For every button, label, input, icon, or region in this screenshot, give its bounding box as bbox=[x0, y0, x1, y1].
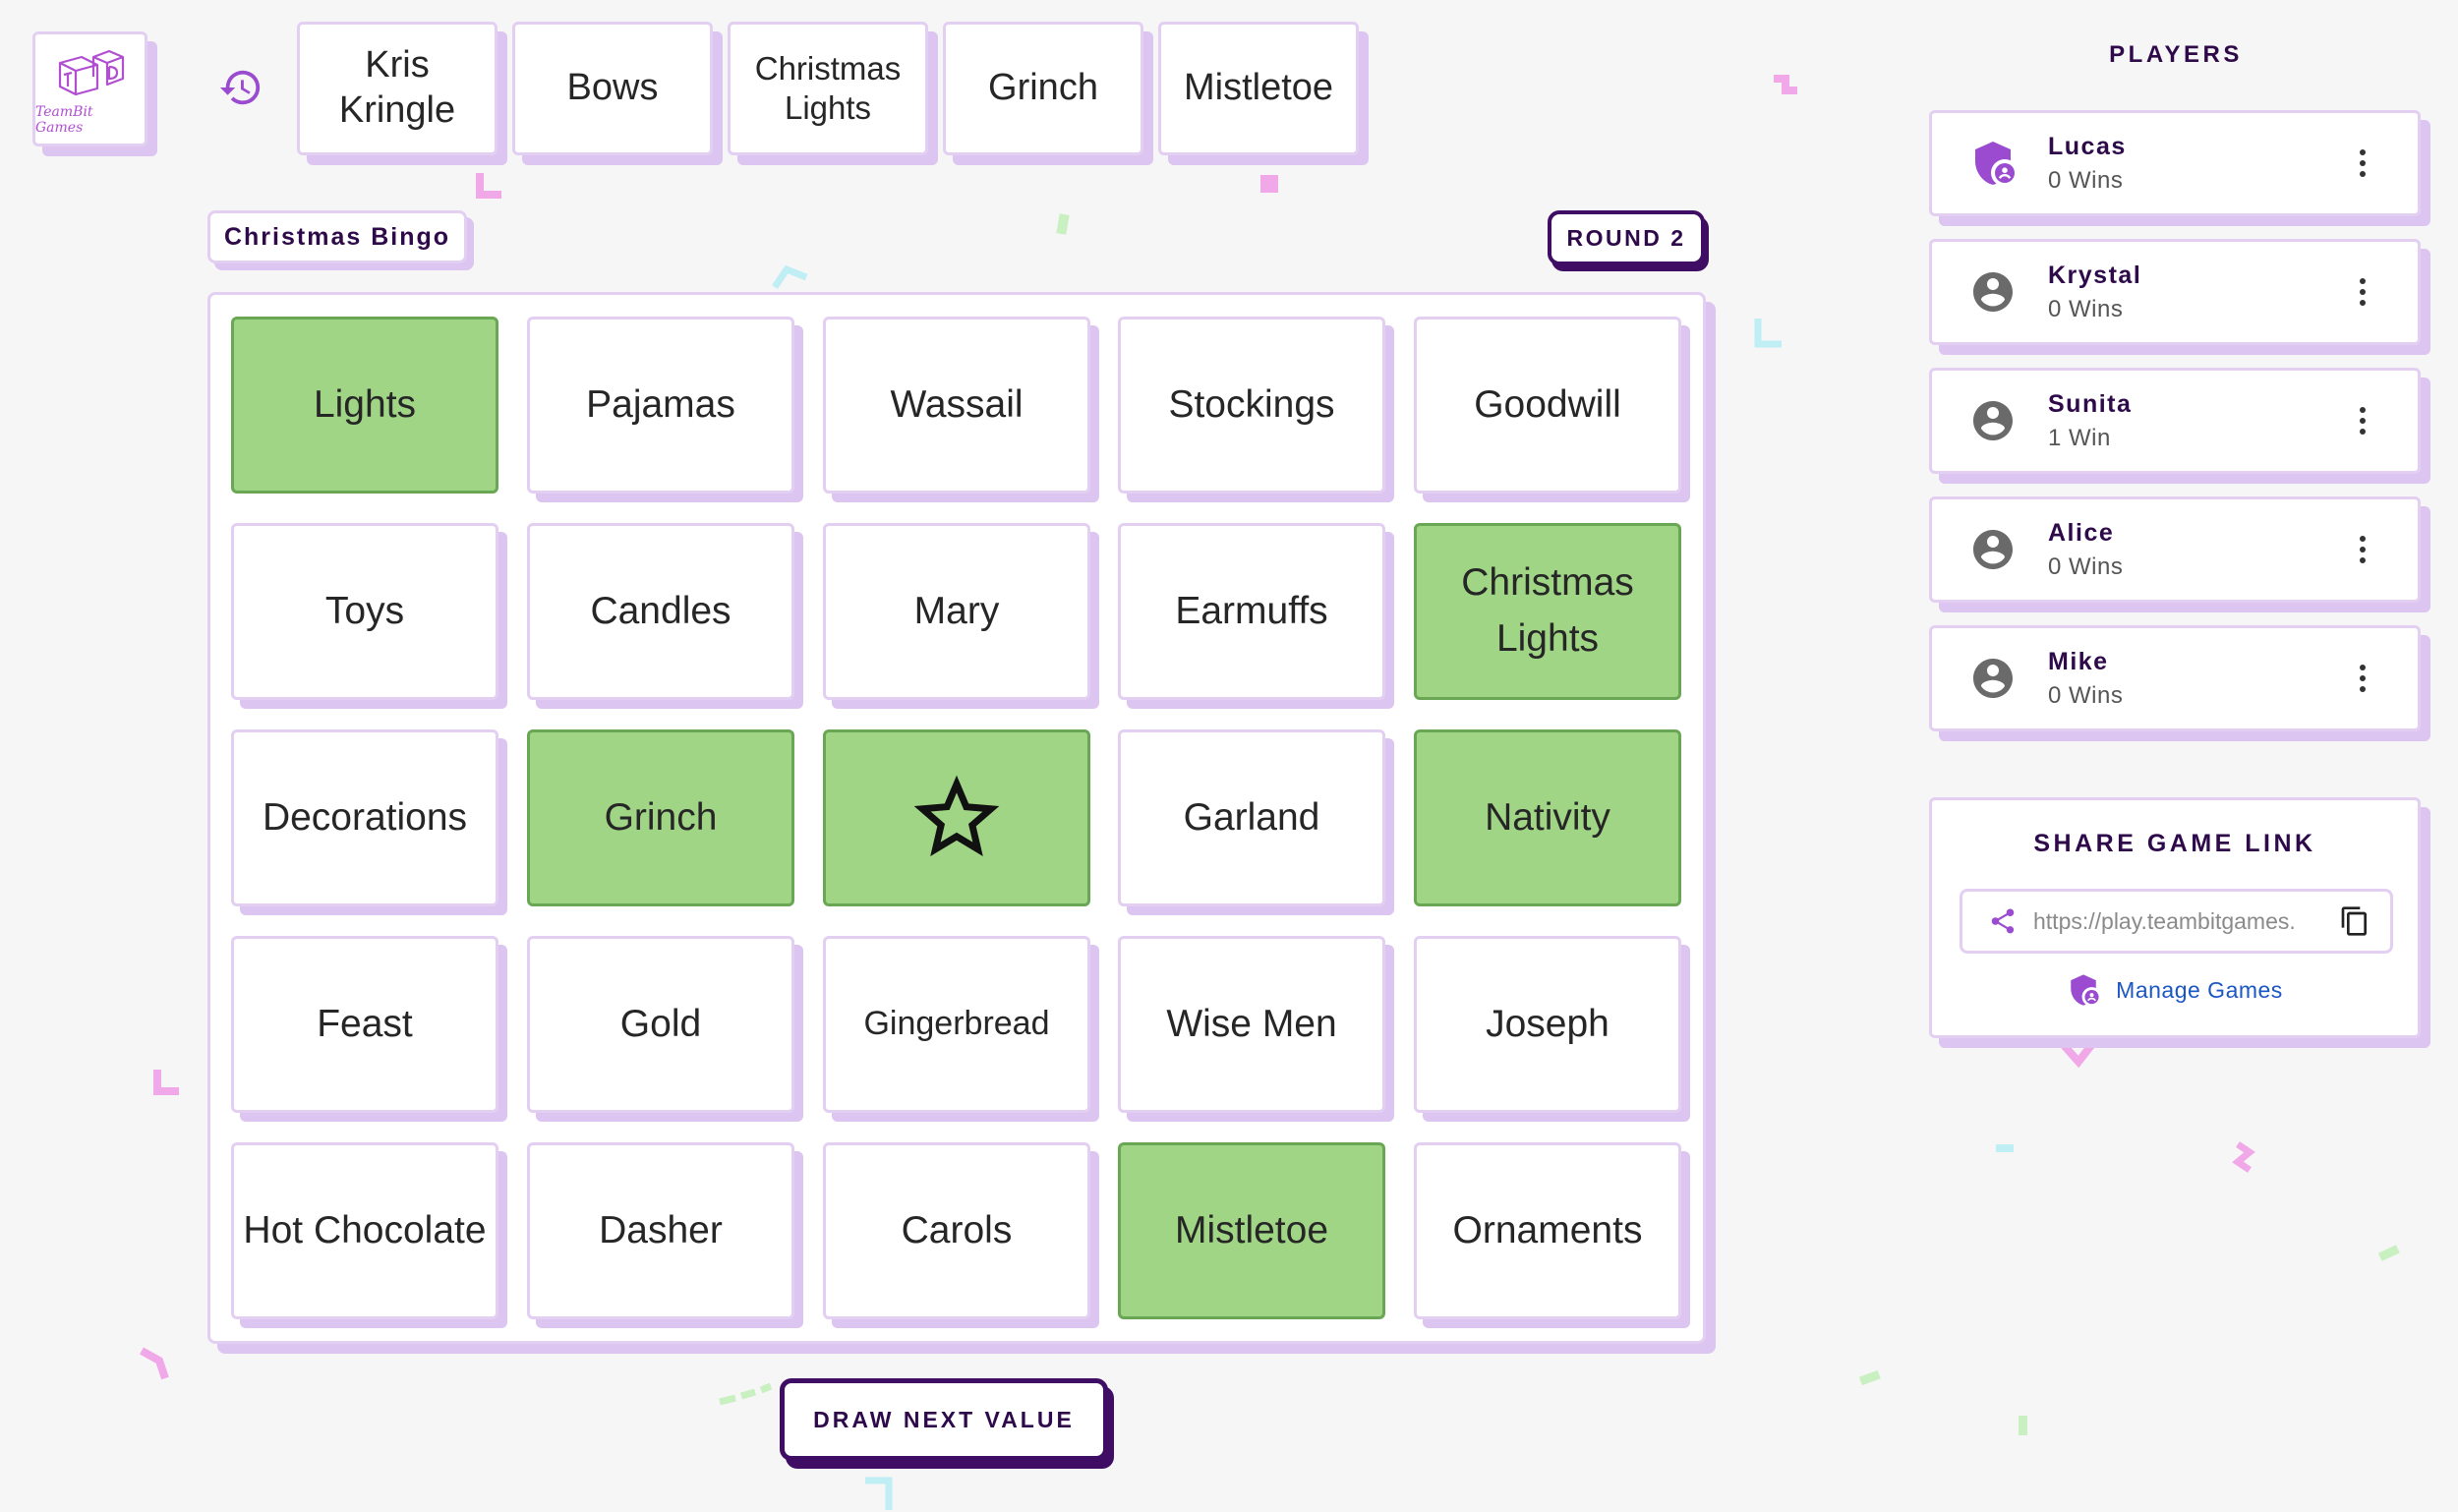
bingo-cell[interactable]: Garland bbox=[1118, 729, 1385, 906]
player-card: Sunita 1 Win bbox=[1929, 368, 2421, 474]
admin-shield-icon bbox=[1975, 142, 2015, 185]
bingo-cell[interactable]: Decorations bbox=[231, 729, 498, 906]
share-link-field[interactable]: https://play.teambitgames. bbox=[1960, 889, 2393, 954]
bingo-cell[interactable]: Stockings bbox=[1118, 317, 1385, 494]
players-title: PLAYERS bbox=[2109, 41, 2243, 68]
player-card: Krystal 0 Wins bbox=[1929, 239, 2421, 345]
confetti-piece bbox=[2232, 1141, 2255, 1173]
bingo-cell[interactable]: Earmuffs bbox=[1118, 523, 1385, 700]
confetti-piece bbox=[476, 173, 501, 199]
manage-games-label: Manage Games bbox=[2116, 976, 2283, 1003]
confetti-piece bbox=[865, 1477, 893, 1510]
player-wins: 1 Win bbox=[2048, 424, 2111, 451]
confetti-piece bbox=[153, 1070, 179, 1095]
confetti-piece bbox=[1260, 175, 1278, 193]
player-card: Mike 0 Wins bbox=[1929, 625, 2421, 731]
bingo-cell[interactable]: Christmas Lights bbox=[1414, 523, 1681, 700]
bingo-cell[interactable]: Joseph bbox=[1414, 936, 1681, 1113]
account-circle-icon bbox=[1973, 659, 2013, 698]
bingo-cell[interactable]: Ornaments bbox=[1414, 1142, 1681, 1319]
bingo-cell[interactable]: Gold bbox=[527, 936, 794, 1113]
bingo-cell[interactable]: Pajamas bbox=[527, 317, 794, 494]
player-wins: 0 Wins bbox=[2048, 552, 2124, 580]
account-circle-icon bbox=[1973, 530, 2013, 569]
drawn-value-3: Christmas Lights bbox=[728, 22, 928, 155]
player-name: Krystal bbox=[2048, 261, 2142, 289]
player-card: Alice 0 Wins bbox=[1929, 496, 2421, 603]
more-vert-icon[interactable] bbox=[2353, 275, 2372, 309]
player-name: Sunita bbox=[2048, 389, 2133, 418]
bingo-cell[interactable]: Gingerbread bbox=[823, 936, 1090, 1113]
bingo-cell[interactable]: Candles bbox=[527, 523, 794, 700]
manage-games-link[interactable]: Manage Games bbox=[1932, 972, 2418, 1008]
drawn-value-2: Bows bbox=[512, 22, 713, 155]
confetti-piece bbox=[1056, 213, 1070, 235]
drawn-value-1: Kris Kringle bbox=[297, 22, 497, 155]
player-card: Lucas 0 Wins bbox=[1929, 110, 2421, 216]
teambit-logo[interactable]: TeamBit Games bbox=[32, 31, 147, 146]
bingo-cell[interactable]: Carols bbox=[823, 1142, 1090, 1319]
player-name: Mike bbox=[2048, 647, 2109, 675]
more-vert-icon[interactable] bbox=[2353, 662, 2372, 695]
copy-icon[interactable] bbox=[2339, 903, 2370, 939]
bingo-cell[interactable]: Wise Men bbox=[1118, 936, 1385, 1113]
drawn-value-5: Mistletoe bbox=[1158, 22, 1359, 155]
confetti-piece bbox=[2019, 1416, 2027, 1435]
bingo-cell[interactable]: Dasher bbox=[527, 1142, 794, 1319]
confetti-piece bbox=[1754, 319, 1782, 348]
more-vert-icon[interactable] bbox=[2353, 146, 2372, 180]
account-circle-icon bbox=[1973, 401, 2013, 440]
player-wins: 0 Wins bbox=[2048, 681, 2124, 709]
logo-text: TeamBit Games bbox=[35, 103, 93, 136]
bingo-cell[interactable]: Toys bbox=[231, 523, 498, 700]
bingo-cell[interactable]: Nativity bbox=[1414, 729, 1681, 906]
confetti-piece bbox=[1774, 75, 1797, 94]
more-vert-icon[interactable] bbox=[2353, 404, 2372, 437]
share-title: SHARE GAME LINK bbox=[2033, 830, 2316, 857]
admin-shield-icon bbox=[2071, 974, 2099, 1006]
confetti-piece bbox=[1996, 1144, 2014, 1152]
free-space-cell[interactable] bbox=[823, 729, 1090, 906]
player-name: Alice bbox=[2048, 518, 2115, 547]
round-badge: ROUND 2 bbox=[1548, 210, 1705, 265]
player-wins: 0 Wins bbox=[2048, 295, 2124, 322]
confetti-piece bbox=[140, 1347, 169, 1380]
game-name-label: Christmas Bingo bbox=[207, 210, 467, 263]
bingo-cell[interactable]: Mistletoe bbox=[1118, 1142, 1385, 1319]
confetti-piece bbox=[2377, 1245, 2400, 1261]
share-link-url: https://play.teambitgames. bbox=[2033, 907, 2296, 934]
star-icon bbox=[913, 775, 1000, 856]
bingo-cell[interactable]: Feast bbox=[231, 936, 498, 1113]
player-wins: 0 Wins bbox=[2048, 166, 2124, 194]
confetti-piece bbox=[772, 264, 808, 289]
share-game-panel: SHARE GAME LINK https://play.teambitgame… bbox=[1929, 797, 2421, 1038]
bingo-cell[interactable]: Wassail bbox=[823, 317, 1090, 494]
draw-next-value-button[interactable]: DRAW NEXT VALUE bbox=[780, 1378, 1108, 1461]
share-icon bbox=[1991, 908, 2015, 934]
bingo-cell[interactable]: Grinch bbox=[527, 729, 794, 906]
drawn-value-4: Grinch bbox=[943, 22, 1143, 155]
bingo-cell[interactable]: Goodwill bbox=[1414, 317, 1681, 494]
bingo-cell[interactable]: Hot Chocolate bbox=[231, 1142, 498, 1319]
confetti-piece bbox=[2060, 1041, 2096, 1069]
more-vert-icon[interactable] bbox=[2353, 533, 2372, 566]
bingo-cell[interactable]: Mary bbox=[823, 523, 1090, 700]
confetti-piece bbox=[1858, 1369, 1881, 1386]
bingo-cell[interactable]: Lights bbox=[231, 317, 498, 494]
history-icon[interactable] bbox=[218, 65, 263, 110]
player-name: Lucas bbox=[2048, 132, 2127, 160]
toy-blocks-icon bbox=[58, 49, 124, 95]
confetti-piece bbox=[719, 1382, 773, 1406]
account-circle-icon bbox=[1973, 272, 2013, 312]
